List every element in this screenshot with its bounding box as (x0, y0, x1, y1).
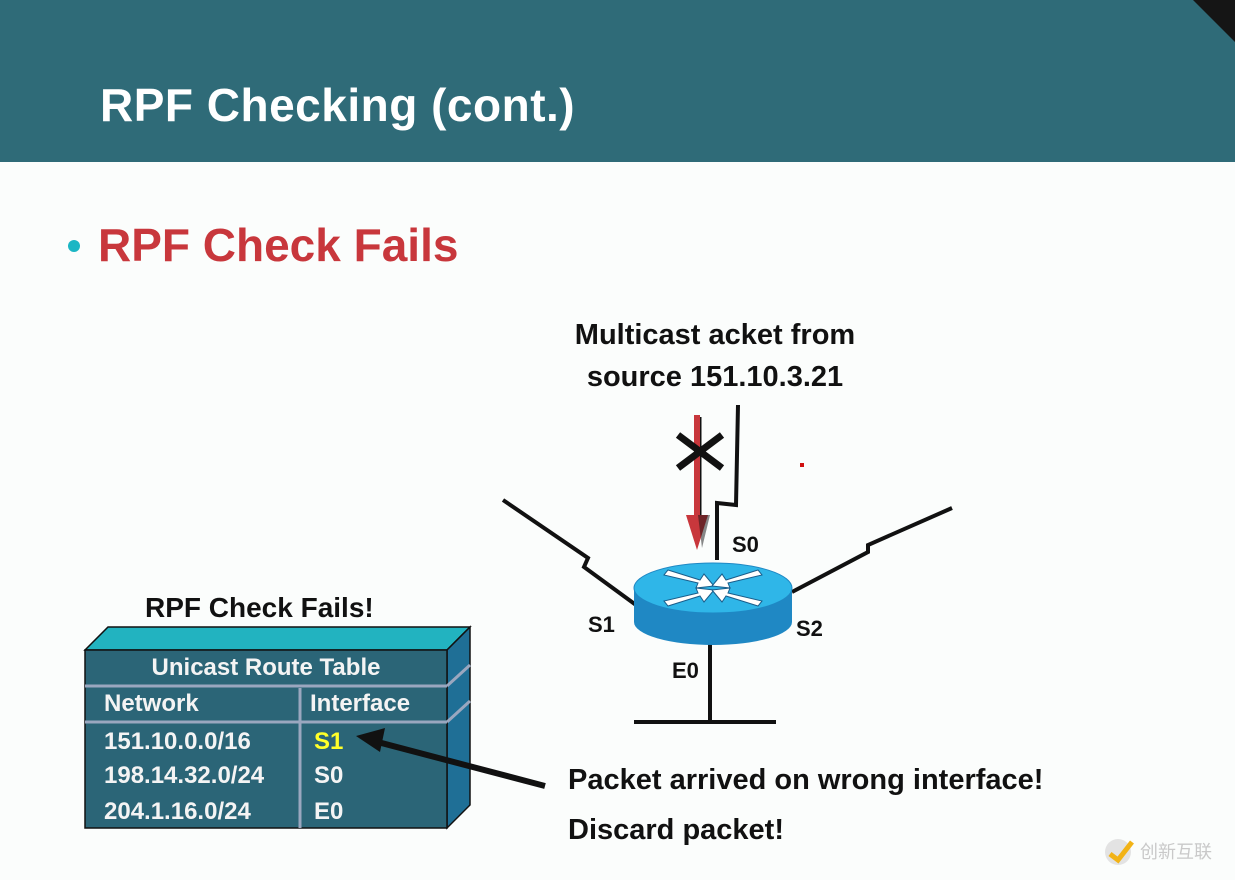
stray-red-dot (800, 463, 804, 467)
router-icon (633, 562, 793, 645)
blocked-x-icon (675, 432, 725, 471)
interface-label-s2: S2 (796, 616, 823, 641)
serial-link-s2 (791, 506, 953, 594)
bullet-icon (68, 240, 80, 252)
route-row-network: 198.14.32.0/24 (104, 762, 265, 789)
router-arrows-icon (663, 569, 763, 607)
slide-header: RPF Checking (cont.) (0, 0, 1235, 162)
interface-label-s1: S1 (588, 612, 615, 637)
route-row-network: 204.1.16.0/24 (104, 798, 251, 825)
multicast-packet-label: Multicast acket from source 151.10.3.21 (520, 314, 910, 398)
route-row-network: 151.10.0.0/16 (104, 728, 251, 755)
wrong-interface-message: Packet arrived on wrong interface! (568, 764, 1044, 796)
interface-label-e0: E0 (672, 658, 699, 683)
column-header-interface: Interface (310, 690, 411, 717)
watermark-text: 创新互联 (1140, 842, 1212, 862)
interface-label-s0: S0 (732, 532, 759, 557)
bullet-heading: RPF Check Fails (98, 219, 459, 271)
route-table-title: Unicast Route Table (151, 654, 381, 681)
serial-link-s1 (501, 498, 638, 607)
slide-title: RPF Checking (cont.) (100, 79, 576, 131)
route-row-interface-highlighted: S1 (314, 728, 344, 755)
page-corner-fold (1193, 0, 1235, 42)
route-row-interface: E0 (314, 798, 344, 825)
column-header-network: Network (104, 690, 199, 717)
packet-label-line1: Multicast acket from (574, 319, 856, 351)
route-row-interface: S0 (314, 762, 344, 789)
pointer-arrow-icon (356, 728, 546, 789)
route-table-box (83, 625, 472, 830)
watermark-logo-icon (1105, 839, 1134, 865)
discard-message: Discard packet! (568, 814, 784, 846)
packet-arrow-icon (686, 415, 710, 550)
route-table-caption: RPF Check Fails! (145, 592, 374, 623)
serial-link-s0 (715, 404, 740, 560)
packet-label-line2: source 151.10.3.21 (586, 361, 844, 393)
